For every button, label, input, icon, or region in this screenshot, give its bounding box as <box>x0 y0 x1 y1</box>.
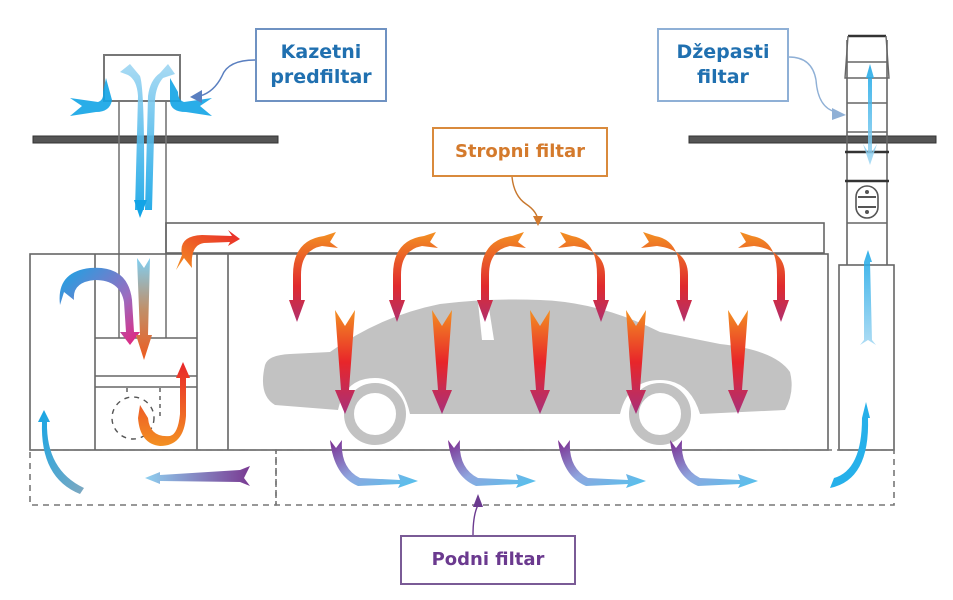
callout-stropni-text: Stropni filtar <box>454 141 586 163</box>
downdraft-arrow <box>432 310 452 414</box>
ceiling-arrow <box>389 232 438 322</box>
roof-right <box>688 135 937 144</box>
intake-airflow-arrows <box>70 64 212 218</box>
car-silhouette <box>262 299 792 445</box>
downdraft-arrow <box>626 310 646 414</box>
ceiling-arrow <box>641 232 692 322</box>
callout-kazetni-line2: predfiltar <box>270 66 372 88</box>
floor-arrow <box>448 440 536 488</box>
exhaust-fan-icon <box>855 185 879 219</box>
plenum-airflow-arrows <box>59 230 240 446</box>
roof-left <box>32 135 279 144</box>
floor-arrow <box>558 440 646 488</box>
floor-airflow-arrows <box>330 440 758 488</box>
downdraft-arrow <box>335 310 355 414</box>
callout-kazetni-line1: Kazetni <box>280 41 362 64</box>
callout-dzepasti-line1: Džepasti <box>676 41 770 64</box>
floor-arrow <box>670 440 758 488</box>
downdraft-arrow <box>530 310 550 414</box>
callout-stropni-filtar: Stropni filtar <box>432 127 608 177</box>
callout-podni-filtar: Podni filtar <box>400 535 576 585</box>
floor-pit <box>29 449 895 506</box>
downdraft-arrows <box>335 310 748 414</box>
supply-fan-outline <box>111 396 155 440</box>
ceiling-arrow <box>477 232 526 322</box>
callout-connectors <box>190 56 846 536</box>
exhaust-airflow-arrows <box>830 64 877 488</box>
callout-dzepasti-line2: filtar <box>697 66 749 88</box>
floor-arrow <box>330 440 418 488</box>
ceiling-airflow-arrows <box>289 232 789 322</box>
callout-podni-text: Podni filtar <box>431 549 545 571</box>
ceiling-arrow <box>738 232 789 322</box>
ceiling-arrow <box>289 232 338 322</box>
ceiling-arrow <box>558 232 609 322</box>
return-airflow-arrows <box>38 410 250 494</box>
downdraft-arrow <box>728 310 748 414</box>
